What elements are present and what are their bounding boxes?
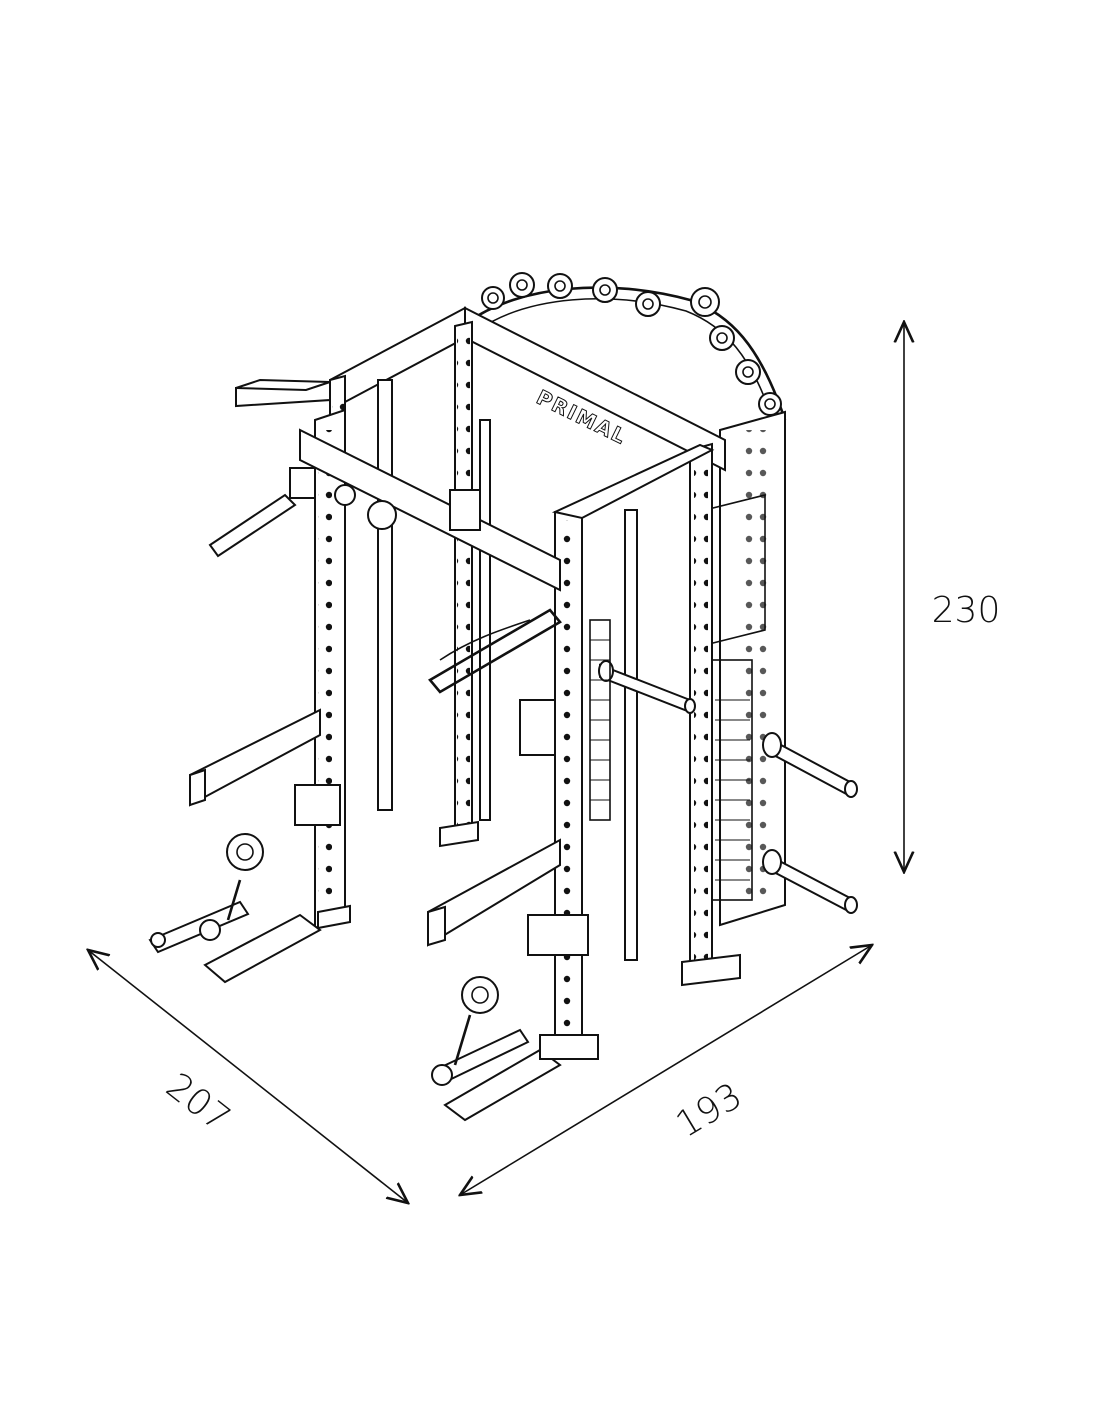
weight-horns bbox=[762, 732, 858, 914]
depth-dimension-line bbox=[88, 950, 408, 1203]
right-front-upright bbox=[551, 442, 715, 1060]
pull-up-bar bbox=[235, 378, 331, 408]
lever-arm bbox=[208, 493, 562, 694]
width-label: 193 bbox=[669, 1075, 749, 1146]
dimension-lines bbox=[88, 322, 904, 1203]
right-base-pulley bbox=[431, 914, 599, 1122]
safety-arm-left bbox=[189, 708, 321, 807]
width-dimension-line bbox=[460, 945, 872, 1195]
height-label: 230 bbox=[932, 590, 1001, 631]
top-pulley-arch bbox=[467, 272, 787, 425]
rack-illustration: PRIMAL bbox=[148, 272, 858, 1122]
center-weight-stack bbox=[589, 619, 611, 821]
left-base-pulley bbox=[148, 833, 322, 984]
foot-plates bbox=[317, 820, 741, 987]
right-cable-tower bbox=[704, 410, 786, 927]
safety-arm-right bbox=[427, 838, 561, 947]
mount-plates bbox=[289, 467, 556, 826]
depth-label: 207 bbox=[158, 1066, 237, 1141]
